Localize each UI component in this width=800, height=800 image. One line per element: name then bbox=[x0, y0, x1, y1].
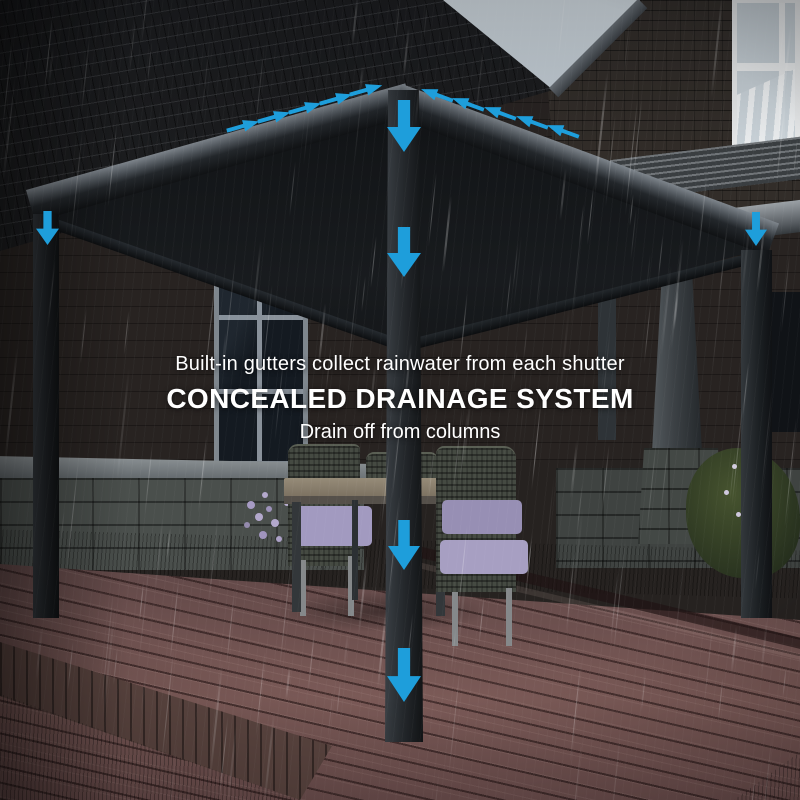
chair-leg bbox=[452, 592, 458, 646]
chair-cushion bbox=[292, 506, 372, 546]
table-edge bbox=[284, 496, 452, 504]
dining-table bbox=[284, 478, 452, 498]
caption-title: CONCEALED DRAINAGE SYSTEM bbox=[0, 383, 800, 415]
shrub-blooms bbox=[732, 464, 737, 469]
upper-window bbox=[732, 0, 800, 150]
table-leg bbox=[292, 502, 301, 612]
table-leg bbox=[352, 500, 358, 600]
caption-subtitle-bottom: Drain off from columns bbox=[0, 420, 800, 445]
caption-subtitle-top: Built-in gutters collect rainwater from … bbox=[0, 352, 800, 377]
flower-bush bbox=[262, 492, 268, 498]
caption-block: Built-in gutters collect rainwater from … bbox=[0, 352, 800, 445]
chair-cushion bbox=[440, 540, 528, 574]
chair-leg bbox=[506, 588, 512, 646]
chair-cushion bbox=[442, 500, 522, 534]
